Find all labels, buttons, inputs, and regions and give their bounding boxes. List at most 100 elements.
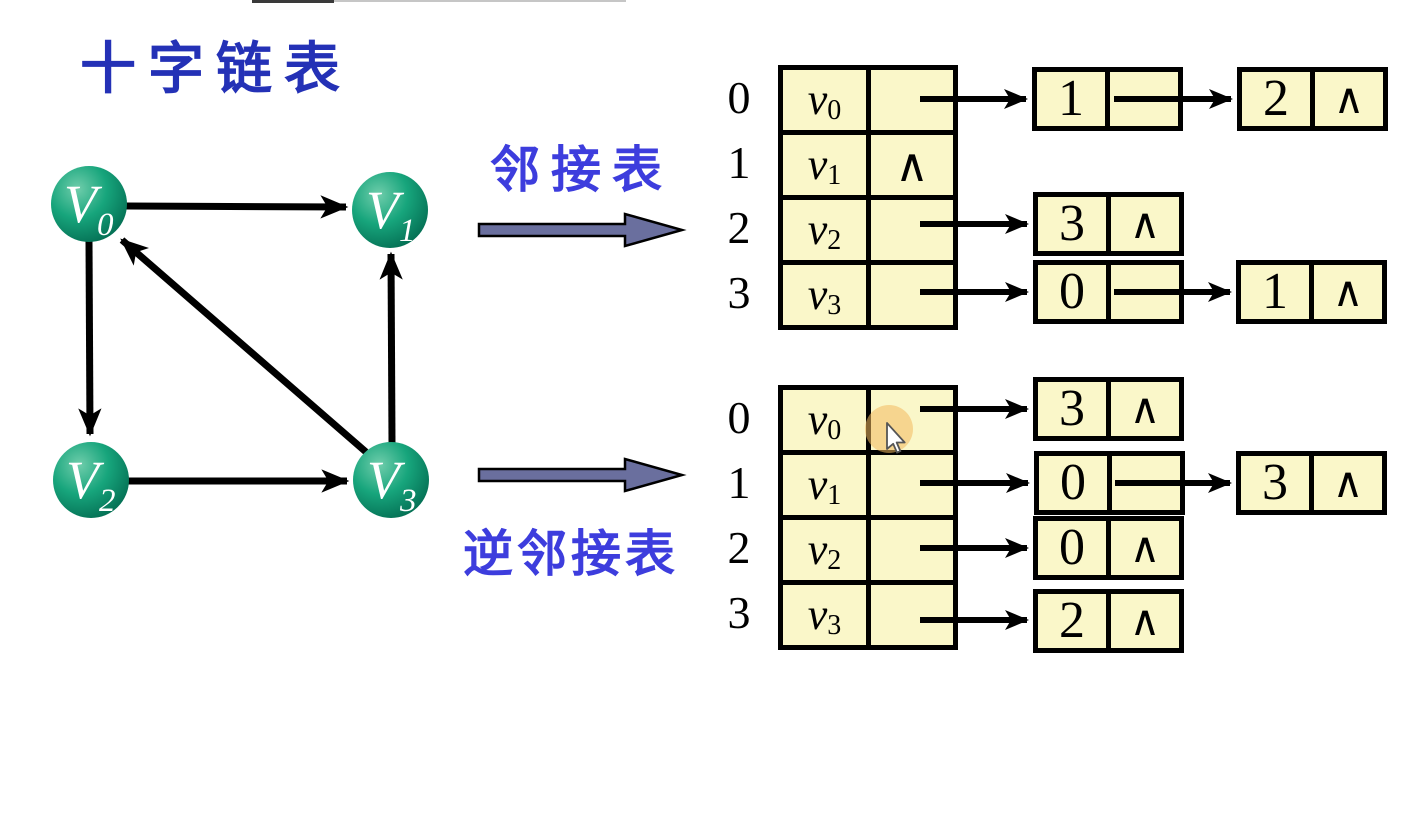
list-node: 1 ∧: [1236, 260, 1387, 324]
vertex-subscript: 3: [827, 290, 842, 321]
node-data-cell: 2: [1242, 72, 1315, 126]
edge-v0-v2: [78, 240, 102, 437]
adjacency-row-index-1: 1: [727, 137, 751, 188]
inverse-row-index-3: 3: [727, 587, 751, 638]
right-arrow-icon: [477, 457, 687, 493]
transform-arrows: [477, 212, 687, 493]
vertex-name: v: [807, 395, 828, 444]
adjacency-pointer-cell-2: [871, 200, 953, 265]
adjacency-row-index-0: 0: [727, 72, 751, 123]
adjacency-pointer-cell-1: ∧: [871, 135, 953, 200]
vertex-name: v: [807, 525, 828, 574]
vertex-v3-label: V3: [367, 450, 417, 519]
adjacency-row-index-3: 3: [727, 267, 751, 318]
inverse-row-index-2: 2: [727, 522, 751, 573]
inverse-row-index-1: 1: [727, 457, 751, 508]
vertex-v3-circle: [353, 442, 429, 518]
node-pointer-cell: [1112, 456, 1180, 510]
inverse-pointer-cell-1: [871, 455, 953, 520]
edge-v3-v1: [379, 251, 403, 444]
vertex-name: v: [807, 140, 828, 189]
vertex-subscript: 2: [827, 545, 842, 576]
adjacency-pointer-cell-0: [871, 70, 953, 135]
list-node: 2 ∧: [1237, 67, 1388, 131]
node-data-cell: 0: [1038, 265, 1111, 319]
top-edge-line-dark: [252, 0, 334, 3]
null-symbol: ∧: [1332, 267, 1364, 316]
vertex-v1-label: V1: [366, 180, 416, 249]
null-symbol: ∧: [1129, 384, 1161, 433]
node-pointer-cell: [1110, 72, 1178, 126]
vertex-name: v: [807, 75, 828, 124]
list-node: 0: [1033, 260, 1184, 324]
null-symbol: ∧: [1332, 458, 1364, 507]
node-pointer-cell: ∧: [1315, 72, 1383, 126]
null-symbol: ∧: [1129, 596, 1161, 645]
list-node: 0: [1034, 451, 1185, 515]
page-title: 十字链表: [80, 39, 352, 101]
adjacency-row-index-2: 2: [727, 202, 751, 253]
list-node: 3 ∧: [1236, 451, 1387, 515]
vertex-v0-label: V0: [64, 174, 114, 243]
list-node: 3 ∧: [1033, 377, 1184, 441]
vertex-subscript: 3: [827, 610, 842, 641]
list-node: 0 ∧: [1033, 516, 1184, 580]
list-node: 1: [1032, 67, 1183, 131]
node-data-cell: 0: [1039, 456, 1112, 510]
vertex-subscript: 0: [827, 95, 842, 126]
vertex-subscript: 2: [827, 225, 842, 256]
node-data-cell: 3: [1241, 456, 1314, 510]
null-symbol: ∧: [1129, 199, 1161, 248]
vertex-name: v: [807, 205, 828, 254]
node-pointer-cell: ∧: [1111, 197, 1179, 251]
node-data-cell: 3: [1038, 382, 1111, 436]
node-pointer-cell: [1111, 265, 1179, 319]
inverse-pointer-cell-2: [871, 520, 953, 585]
node-data-cell: 3: [1038, 197, 1111, 251]
list-node: 3 ∧: [1033, 192, 1184, 256]
vertex-name: v: [807, 460, 828, 509]
vertex-subscript: 0: [827, 415, 842, 446]
adjacency-pointer-cell-3: [871, 265, 953, 325]
vertex-v1-circle: [352, 172, 428, 248]
inverse-row-index-0: 0: [727, 392, 751, 443]
inverse-adjacency-list-label: 逆邻接表: [463, 526, 679, 582]
node-pointer-cell: ∧: [1111, 594, 1179, 648]
graph-edges: [78, 195, 403, 493]
node-pointer-cell: ∧: [1314, 265, 1382, 319]
node-pointer-cell: ∧: [1314, 456, 1382, 510]
edge-v0-v1: [125, 195, 349, 219]
right-arrow-icon: [477, 212, 687, 248]
inverse-pointer-cell-0: [871, 390, 953, 455]
edge-v3-v0: [119, 237, 369, 455]
null-symbol: ∧: [1333, 74, 1365, 123]
vertex-name: v: [807, 590, 828, 639]
vertex-name: v: [807, 270, 828, 319]
top-edge-line-light: [334, 0, 626, 2]
node-data-cell: 1: [1241, 265, 1314, 319]
vertex-v2-circle: [53, 442, 129, 518]
node-data-cell: 0: [1038, 521, 1111, 575]
list-node: 2 ∧: [1033, 589, 1184, 653]
node-pointer-cell: ∧: [1111, 382, 1179, 436]
graph-vertices: V0 V1 V2 V3: [51, 166, 429, 519]
node-pointer-cell: ∧: [1111, 521, 1179, 575]
vertex-subscript: 1: [827, 480, 842, 511]
null-symbol: ∧: [895, 138, 929, 192]
vertex-v0-circle: [51, 166, 127, 242]
node-data-cell: 1: [1037, 72, 1110, 126]
adjacency-list-label: 邻接表: [490, 142, 673, 198]
null-symbol: ∧: [1129, 523, 1161, 572]
inverse-pointer-cell-3: [871, 585, 953, 645]
